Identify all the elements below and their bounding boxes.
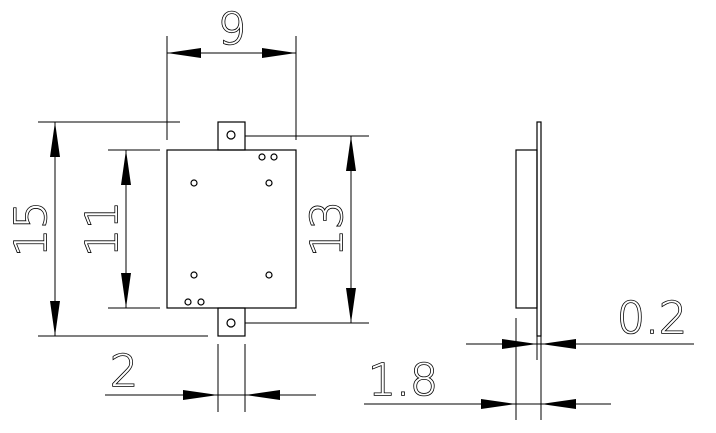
body-hole — [265, 271, 273, 279]
dimension-side-thickness: 1.8 — [364, 318, 611, 420]
body-hole — [270, 153, 278, 161]
arrowhead — [183, 390, 218, 400]
arrowhead — [346, 136, 356, 171]
arrowhead — [121, 273, 131, 308]
arrowhead — [245, 390, 280, 400]
dimension-label-side-thickness: 1.8 — [368, 355, 438, 406]
top-tab-hole — [226, 130, 236, 140]
dimension-inner-height-left: 11 — [76, 149, 160, 309]
dimension-label-overall-height: 15 — [6, 201, 57, 257]
dimension-top-width: 9 — [166, 3, 297, 140]
arrowhead — [502, 339, 537, 349]
arrowhead — [541, 339, 576, 349]
bottom-tab — [217, 307, 246, 337]
arrowhead — [541, 399, 576, 409]
body-hole — [190, 179, 198, 187]
dimension-label-inner-height-right: 13 — [302, 201, 353, 257]
body-hole — [258, 153, 266, 161]
arrowhead — [121, 150, 131, 185]
dimension-label-top-width: 9 — [218, 4, 246, 55]
dimension-tab-width: 2 — [105, 344, 316, 412]
body-hole — [197, 298, 205, 306]
body-hole — [190, 271, 198, 279]
component-body — [166, 149, 297, 309]
body-hole — [265, 179, 273, 187]
dimension-overall-height: 15 — [5, 121, 208, 337]
arrowhead — [481, 399, 516, 409]
front-view — [166, 121, 297, 337]
bottom-tab-hole — [226, 318, 236, 328]
arrowhead — [167, 48, 201, 58]
side-body — [515, 149, 538, 309]
dimension-label-lead-thickness: 0.2 — [617, 293, 687, 344]
arrowhead — [50, 122, 60, 157]
side-lead — [536, 121, 542, 337]
body-hole — [184, 298, 192, 306]
side-view — [515, 121, 542, 337]
dimension-inner-height-right: 13 — [245, 135, 369, 324]
arrowhead — [50, 301, 60, 336]
dimension-label-inner-height-left: 11 — [77, 201, 128, 257]
dimension-lead-thickness: 0.2 — [466, 292, 694, 360]
arrowhead — [346, 288, 356, 323]
dimension-label-tab-width: 2 — [110, 346, 138, 397]
arrowhead — [262, 48, 296, 58]
